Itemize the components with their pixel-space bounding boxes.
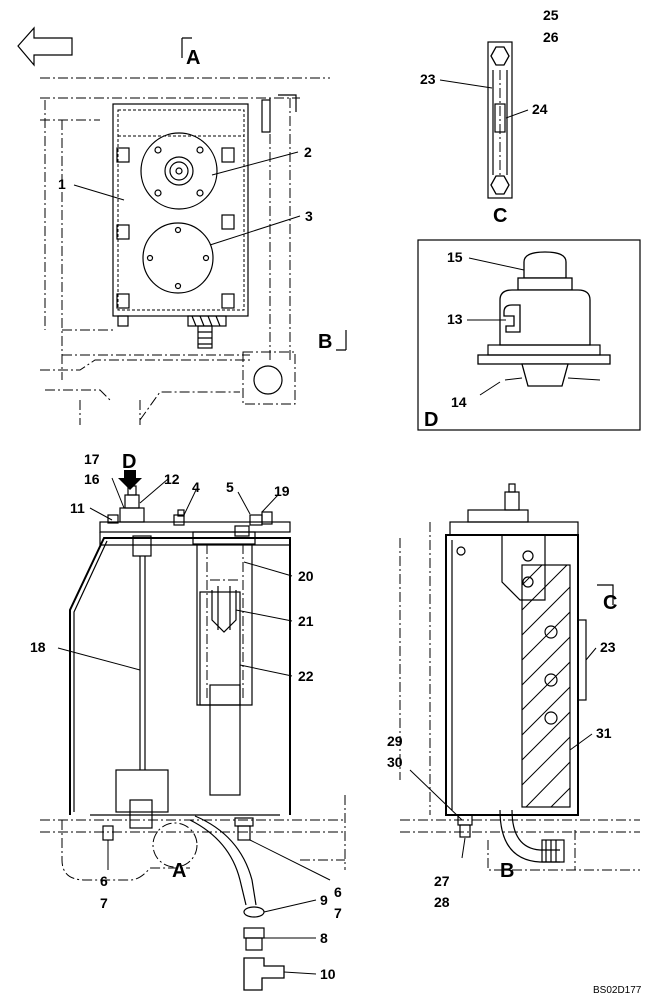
plan-view xyxy=(17,26,347,425)
callout-19: 19 xyxy=(274,483,290,499)
callout-5: 5 xyxy=(226,479,234,495)
view-a-top-label: A xyxy=(186,47,200,69)
callout-2: 2 xyxy=(304,144,312,160)
callout-16: 16 xyxy=(84,471,100,487)
detail-d-view xyxy=(417,239,641,431)
view-d-arrow-label: D xyxy=(122,451,136,473)
callout-23b: 23 xyxy=(600,639,616,655)
callout-9: 9 xyxy=(320,892,328,908)
view-d-arrow-icon xyxy=(118,470,142,490)
view-d-label: D xyxy=(424,409,438,431)
callout-21: 21 xyxy=(298,613,314,629)
callout-11: 11 xyxy=(70,500,85,516)
callout-31: 31 xyxy=(596,725,612,741)
callout-12: 12 xyxy=(164,471,180,487)
section-c-label: C xyxy=(603,592,617,614)
callout-22: 22 xyxy=(298,668,314,684)
callout-20: 20 xyxy=(298,568,314,584)
callout-23a: 23 xyxy=(420,71,436,87)
sight-gauge-view xyxy=(487,41,513,199)
callout-15: 15 xyxy=(447,249,463,265)
leader-lines xyxy=(57,79,597,975)
side-view-a xyxy=(40,470,346,991)
callout-30: 30 xyxy=(387,754,403,770)
callout-27: 27 xyxy=(434,873,450,889)
callout-18: 18 xyxy=(30,639,46,655)
callout-4: 4 xyxy=(192,479,200,495)
callout-3: 3 xyxy=(305,208,313,224)
view-c-label: C xyxy=(493,205,507,227)
labels: A B C C D D A B 1 2 3 4 5 6 7 6 7 8 9 10… xyxy=(30,7,642,996)
callout-7b: 7 xyxy=(334,905,342,921)
section-b-label: B xyxy=(318,331,332,353)
callout-10: 10 xyxy=(320,966,336,982)
callout-1: 1 xyxy=(58,176,66,192)
callout-6a: 6 xyxy=(100,873,108,889)
view-b-label: B xyxy=(500,860,514,882)
callout-25: 25 xyxy=(543,7,559,23)
callout-8: 8 xyxy=(320,930,328,946)
side-view-b xyxy=(399,483,640,871)
callout-24: 24 xyxy=(532,101,548,117)
callout-28: 28 xyxy=(434,894,450,910)
callout-17: 17 xyxy=(84,451,100,467)
callout-29: 29 xyxy=(387,733,403,749)
front-direction-arrow-icon xyxy=(17,26,73,67)
drawing-code: BS02D177 xyxy=(593,985,642,996)
callout-7a: 7 xyxy=(100,895,108,911)
callout-14: 14 xyxy=(451,394,467,410)
view-a-label: A xyxy=(172,860,186,882)
callout-13: 13 xyxy=(447,311,463,327)
callout-6b: 6 xyxy=(334,884,342,900)
callout-26: 26 xyxy=(543,29,559,45)
